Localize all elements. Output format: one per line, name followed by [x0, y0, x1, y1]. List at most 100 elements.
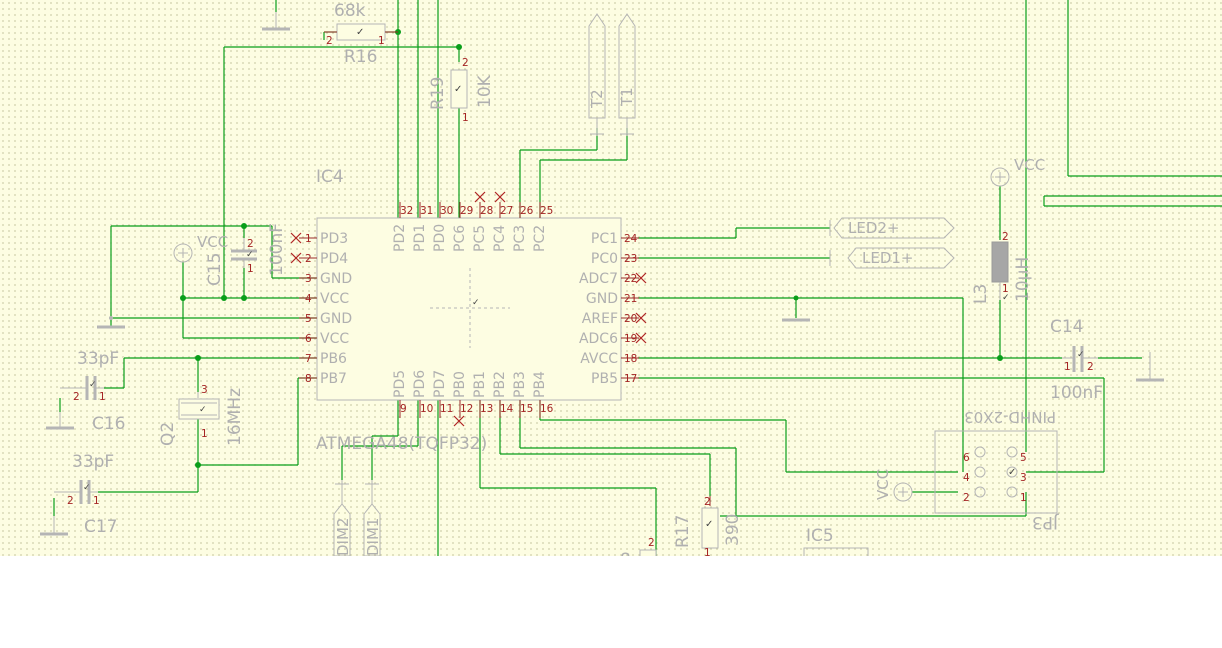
ic4-bottom-pin-name: PB2 — [492, 371, 508, 398]
svg-text:✓: ✓ — [1077, 350, 1085, 360]
ic4-top-pin-name: PC3 — [512, 225, 528, 252]
q2-pin1: 1 — [201, 428, 208, 440]
net-label-dim1[interactable]: DIM1 — [363, 480, 382, 557]
ic4-body[interactable] — [316, 217, 622, 401]
svg-text:✓: ✓ — [454, 84, 462, 95]
ic4-bottom-pin-name: PD6 — [412, 370, 428, 398]
ic4-right-pin-name: PC1 — [591, 231, 618, 247]
ic4-bottom-pin-number: 14 — [500, 403, 514, 415]
r17-pin2: 2 — [704, 496, 711, 508]
ic4-left-pin-name: PD4 — [320, 251, 348, 267]
c17[interactable]: ✓ 2 1 33pF C17 — [64, 452, 118, 537]
ic4-left-pin-number: 7 — [305, 353, 312, 365]
q2[interactable]: ✓ 3 1 Q2 16MHz — [158, 384, 245, 446]
ic4-right-pin-number: 21 — [624, 293, 637, 305]
c15[interactable]: ✓ 2 1 C15 100nF — [205, 223, 287, 286]
c17-pin2: 2 — [67, 495, 74, 507]
vcc-symbol-l3: VCC — [990, 156, 1045, 187]
r16-ref: R16 — [344, 47, 377, 67]
r16-pin1: 1 — [378, 35, 385, 47]
c14-value: 100nF — [1050, 383, 1103, 403]
ic4-bottom-pin-name: PD7 — [432, 370, 448, 398]
ic4-left-pin-number: 3 — [305, 273, 312, 285]
c16-ref: C16 — [92, 414, 126, 434]
ic4-top-pin-number: 29 — [460, 205, 473, 217]
partial-component: 2 8 — [620, 537, 657, 570]
ic4-right-pin-name: AREF — [582, 311, 618, 327]
net-label-led1[interactable]: LED1+ — [829, 247, 955, 269]
c16-pin2: 2 — [73, 391, 80, 403]
ic4-bottom-pin-number: 10 — [420, 403, 433, 415]
c15-pin1: 1 — [247, 263, 254, 275]
c17-pin1: 1 — [93, 495, 100, 507]
ic4-right-pin-number: 17 — [624, 373, 637, 385]
r19[interactable]: ✓ 2 1 R19 10K — [428, 57, 495, 124]
schematic-drawing[interactable]: ✓ IC4 ATMEGA48(TQFP32) 1PD32PD43GND4VCC5… — [0, 0, 1222, 570]
gnd-symbol-c16 — [46, 387, 74, 430]
ic4-left-pin-name: VCC — [320, 291, 349, 307]
ic4-top-pin-name: PC2 — [532, 225, 548, 252]
jp3[interactable]: ✓ 6 4 2 5 3 1 PINHD-2X03 JP3 — [934, 408, 1059, 532]
c16[interactable]: ✓ 2 1 33pF C16 — [70, 349, 126, 434]
ic5-ref: IC5 — [806, 526, 834, 546]
ic4-top-pin-number: 25 — [540, 205, 553, 217]
ic4-bottom-pin-name: PB4 — [532, 371, 548, 398]
jp3-pin1: 1 — [1020, 492, 1027, 504]
svg-text:✓: ✓ — [83, 483, 91, 493]
net-label-t2-text: T2 — [588, 89, 606, 109]
c15-ref: C15 — [205, 252, 225, 286]
net-label-dim1-text: DIM1 — [364, 518, 382, 556]
net-label-dim2-text: DIM2 — [334, 518, 352, 556]
r16[interactable]: ✓ 68k R16 2 1 — [324, 1, 398, 67]
ic4-bottom-pin-name: PB1 — [472, 371, 488, 398]
jp3-ref: JP3 — [1032, 512, 1059, 532]
ic4-bottom-pin-number: 15 — [520, 403, 533, 415]
c17-value: 33pF — [72, 452, 114, 472]
ic4-right-pin-number: 18 — [624, 353, 637, 365]
net-label-dim2[interactable]: DIM2 — [333, 480, 352, 557]
ic4-top-pin-name: PD2 — [392, 224, 408, 252]
c14-ref: C14 — [1050, 317, 1084, 337]
r19-pin2: 2 — [462, 57, 469, 69]
net-label-led2[interactable]: LED2+ — [829, 217, 955, 239]
r19-pin1: 1 — [462, 112, 469, 124]
ic4-right-pin-name: PB5 — [591, 371, 618, 387]
ic4-value: ATMEGA48(TQFP32) — [316, 434, 487, 454]
ic4-left-pin-number: 1 — [305, 233, 312, 245]
r16-pin2: 2 — [326, 35, 333, 47]
gnd-symbol-c17 — [40, 491, 68, 536]
c14[interactable]: ✓ 1 2 C14 100nF — [1050, 317, 1103, 403]
l3[interactable]: ✓ 2 1 L3 10µH — [971, 231, 1033, 304]
ic4-top-pin-name: PC4 — [492, 225, 508, 252]
ic4-right-pin-name: PC0 — [591, 251, 618, 267]
ic4-ref: IC4 — [316, 167, 344, 187]
ic4-left-pin-number: 2 — [305, 253, 312, 265]
net-label-t1[interactable]: T1 — [618, 13, 636, 136]
r19-value: 10K — [475, 74, 495, 108]
ic4-top-pin-number: 28 — [480, 205, 493, 217]
ic5[interactable]: IC5 — [803, 526, 869, 561]
ic4-bottom-pin-name: PB0 — [452, 371, 468, 398]
ic4-right-pin-name: GND — [586, 291, 618, 307]
empty-area — [0, 556, 1222, 648]
vcc-label-l3: VCC — [1014, 156, 1045, 174]
r17[interactable]: ✓ 2 1 R17 390 — [673, 496, 743, 559]
ic4-top-pin-number: 30 — [440, 205, 453, 217]
l3-pin2: 2 — [1002, 231, 1009, 243]
r17-pin1: 1 — [704, 547, 711, 556]
net-label-t2[interactable]: T2 — [588, 13, 606, 136]
ic4-left-pin-number: 4 — [305, 293, 312, 305]
gnd-symbol-left — [97, 316, 125, 329]
l3-ref: L3 — [971, 284, 991, 304]
ic4-bottom-pin-number: 12 — [460, 403, 473, 415]
ic4-top-pin-name: PD1 — [412, 224, 428, 252]
ic4-left-pin-name: PB7 — [320, 371, 347, 387]
vcc-label-jp3: VCC — [874, 469, 892, 500]
c14-pin1: 1 — [1064, 361, 1071, 373]
jp3-pin3: 3 — [1020, 472, 1027, 484]
q2-pin3: 3 — [201, 384, 208, 396]
r19-ref: R19 — [428, 77, 448, 110]
ic4-top-pin-number: 32 — [400, 205, 413, 217]
